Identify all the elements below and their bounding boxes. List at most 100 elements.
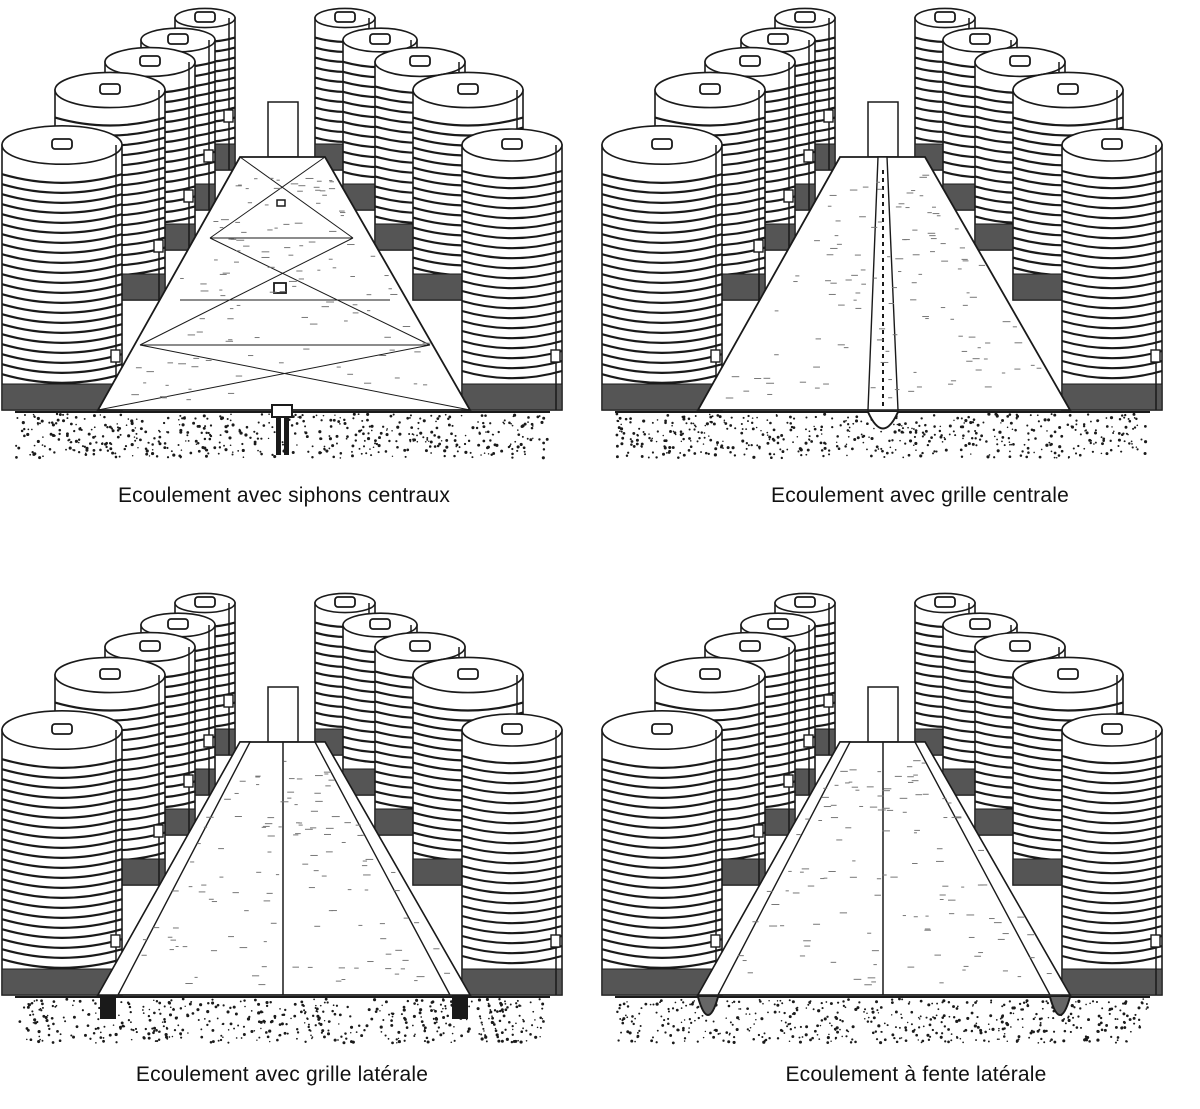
cellar-floor	[96, 156, 472, 455]
right-side-drain	[913, 741, 1072, 996]
door	[267, 686, 299, 743]
valve	[823, 109, 834, 123]
manhole	[457, 668, 479, 680]
manhole	[409, 55, 431, 67]
manhole	[194, 11, 216, 23]
drain-pipe	[284, 417, 289, 455]
manhole	[767, 33, 789, 45]
valve	[110, 349, 121, 363]
valve	[1150, 349, 1161, 363]
manhole	[969, 33, 991, 45]
manhole	[501, 138, 523, 150]
valve	[823, 694, 834, 708]
cellar-illustration-central-siphons	[1, 7, 563, 460]
caption-central-siphons: Ecoulement avec siphons centraux	[117, 484, 451, 507]
siphon-drain	[276, 199, 286, 207]
door	[267, 101, 299, 158]
scene	[1, 592, 563, 1045]
manhole	[739, 55, 761, 67]
drain-sump	[452, 995, 468, 1019]
manhole	[1057, 83, 1079, 95]
wine-tank	[601, 125, 723, 411]
scene	[601, 592, 1163, 1045]
manhole	[1101, 138, 1123, 150]
valve	[223, 694, 234, 708]
wine-tank	[601, 710, 723, 996]
panel-side-grate: Ecoulement avec grille latérale	[0, 555, 600, 1109]
manhole	[369, 33, 391, 45]
drain-sump	[1049, 996, 1071, 1016]
wine-tank	[461, 713, 563, 996]
right-side-drain	[313, 741, 472, 996]
door	[867, 101, 899, 158]
manhole	[51, 723, 73, 735]
manhole	[99, 83, 121, 95]
drain-sump	[697, 996, 719, 1016]
ground-gravel	[15, 411, 550, 460]
caption-side-grate: Ecoulement avec grille latérale	[135, 1063, 429, 1086]
valve	[550, 934, 561, 948]
left-side-drain	[696, 741, 852, 996]
cellar-floor	[696, 741, 1072, 1016]
wine-tank	[1061, 128, 1163, 411]
manhole	[794, 596, 816, 608]
manhole	[794, 11, 816, 23]
valve	[183, 774, 194, 788]
cellar-floor	[696, 156, 1072, 430]
caption-central-grate: Ecoulement avec grille centrale	[770, 484, 1070, 507]
scene	[1, 7, 563, 460]
caption-side-slot: Ecoulement à fente latérale	[785, 1063, 1047, 1086]
valve	[203, 149, 214, 163]
valve	[203, 734, 214, 748]
wine-tank	[1, 125, 123, 411]
valve	[1150, 934, 1161, 948]
siphon-drain	[273, 282, 287, 294]
manhole	[699, 83, 721, 95]
valve	[783, 774, 794, 788]
valve	[223, 109, 234, 123]
manhole	[139, 640, 161, 652]
manhole	[167, 33, 189, 45]
manhole	[969, 618, 991, 630]
wine-tank	[1061, 713, 1163, 996]
ground-gravel	[15, 996, 550, 1045]
ground-gravel	[615, 996, 1150, 1045]
wine-tank	[461, 128, 563, 411]
cellar-floor	[96, 741, 472, 1019]
manhole	[934, 596, 956, 608]
manhole	[1101, 723, 1123, 735]
manhole	[934, 11, 956, 23]
manhole	[409, 640, 431, 652]
manhole	[501, 723, 523, 735]
drain-channel	[867, 411, 899, 430]
scene	[601, 7, 1163, 460]
manhole	[334, 11, 356, 23]
manhole	[699, 668, 721, 680]
panel-central-grate: Ecoulement avec grille centrale	[600, 0, 1200, 554]
manhole	[1009, 640, 1031, 652]
cellar-illustration-side-grate	[1, 592, 563, 1045]
siphon-drain	[271, 404, 293, 418]
manhole	[767, 618, 789, 630]
cellar-illustration-central-grate	[601, 7, 1163, 460]
manhole	[651, 138, 673, 150]
valve	[710, 934, 721, 948]
valve	[783, 189, 794, 203]
manhole	[369, 618, 391, 630]
manhole	[651, 723, 673, 735]
manhole	[1057, 668, 1079, 680]
valve	[110, 934, 121, 948]
manhole	[167, 618, 189, 630]
panel-side-slot: Ecoulement à fente latérale	[600, 555, 1200, 1109]
valve	[550, 349, 561, 363]
manhole	[334, 596, 356, 608]
manhole	[139, 55, 161, 67]
drain-sump	[100, 995, 116, 1019]
manhole	[1009, 55, 1031, 67]
valve	[153, 239, 164, 253]
wine-tank	[1, 710, 123, 996]
valve	[753, 239, 764, 253]
valve	[183, 189, 194, 203]
manhole	[51, 138, 73, 150]
manhole	[457, 83, 479, 95]
